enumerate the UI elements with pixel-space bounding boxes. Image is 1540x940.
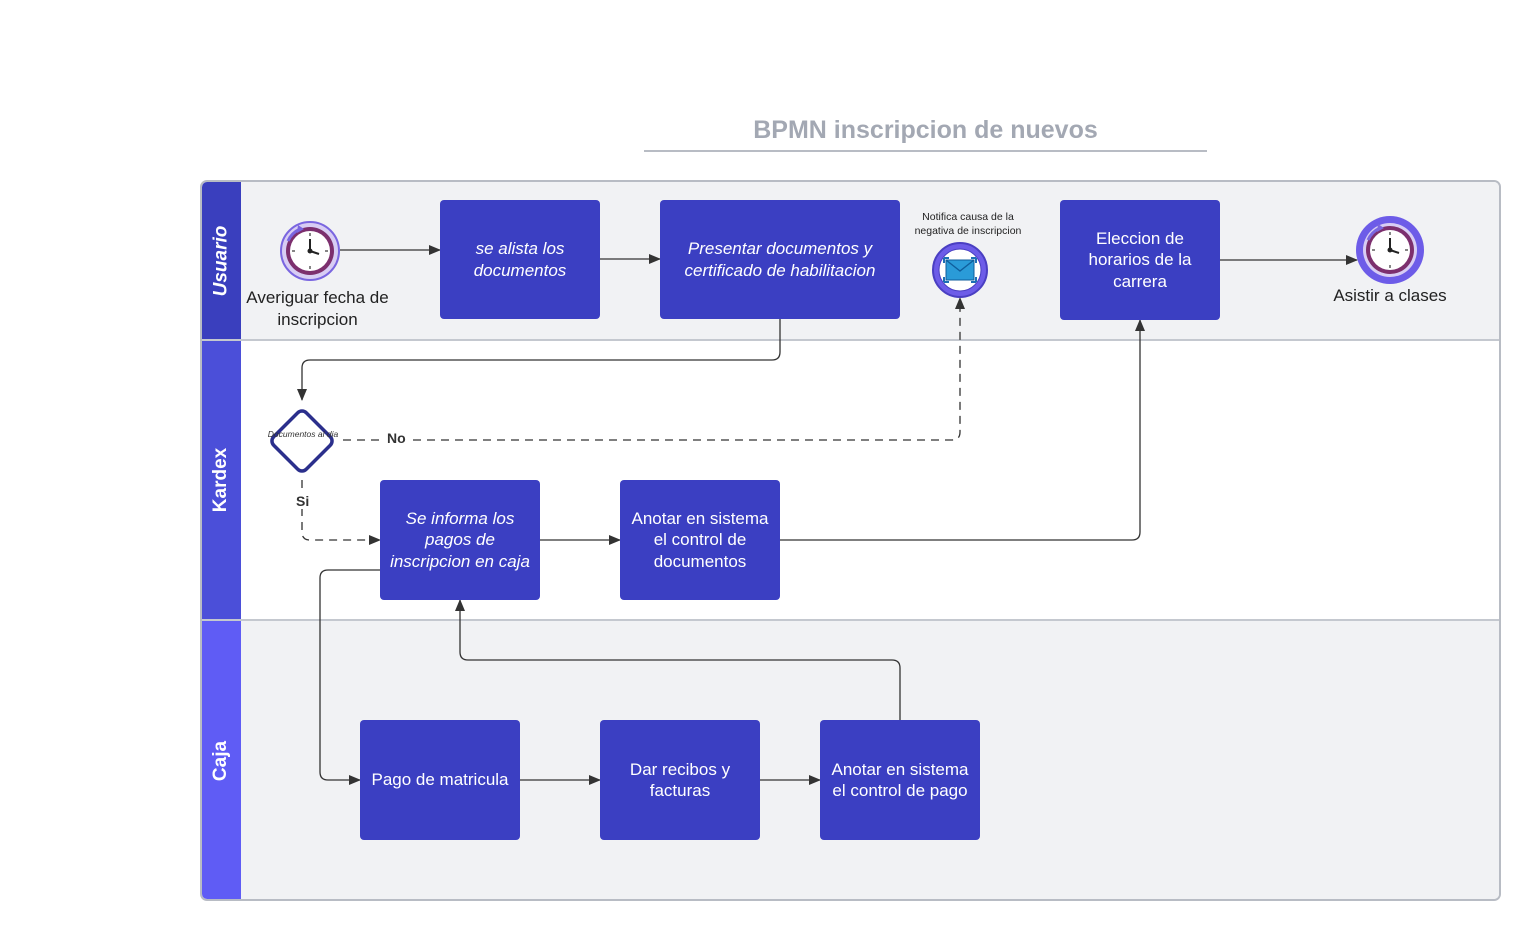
message-event-label: Notifica causa de la negativa de inscrip… xyxy=(914,211,1022,237)
lane-header-kardex: Kardex xyxy=(202,341,241,619)
flow-gateway-no xyxy=(343,297,965,441)
message-event-envelope-icon[interactable] xyxy=(931,241,989,299)
gateway-no-label: No xyxy=(385,430,408,446)
task-eleccion-horarios[interactable]: Eleccion de horarios de la carrera xyxy=(1060,200,1220,320)
start-event-label: Averiguar fecha de inscripcion xyxy=(246,288,389,329)
task-pago-matricula[interactable]: Pago de matricula xyxy=(360,720,520,840)
task-alista-documentos[interactable]: se alista los documentos xyxy=(440,200,600,319)
end-event-label: Asistir a clases xyxy=(1333,286,1447,305)
end-event-clock-icon[interactable] xyxy=(1354,214,1426,286)
gateway-label: Documentos al dia xyxy=(267,429,339,439)
gateway-si-label: Si xyxy=(294,493,312,509)
task-presentar-documentos[interactable]: Presentar documentos y certificado de ha… xyxy=(660,200,900,319)
gateway-diamond[interactable] xyxy=(259,398,345,484)
flow-presentar-to-gateway xyxy=(297,319,781,401)
flow-informa-to-pago xyxy=(319,569,380,785)
task-informa-pagos[interactable]: Se informa los pagos de inscripcion en c… xyxy=(380,480,540,600)
lane-header-caja: Caja xyxy=(202,621,241,899)
flow-anotar-docs-to-eleccion xyxy=(780,319,1145,541)
flow-gateway-si xyxy=(301,480,381,545)
task-anotar-control-documentos[interactable]: Anotar en sistema el control de document… xyxy=(620,480,780,600)
start-event-clock-icon[interactable] xyxy=(278,219,342,283)
lane-header-usuario: Usuario xyxy=(202,182,241,339)
flow-anotar-pago-to-informa xyxy=(455,599,901,720)
diagram-title: BPMN inscripcion de nuevos xyxy=(644,112,1207,152)
task-dar-recibos[interactable]: Dar recibos y facturas xyxy=(600,720,760,840)
task-anotar-control-pago[interactable]: Anotar en sistema el control de pago xyxy=(820,720,980,840)
